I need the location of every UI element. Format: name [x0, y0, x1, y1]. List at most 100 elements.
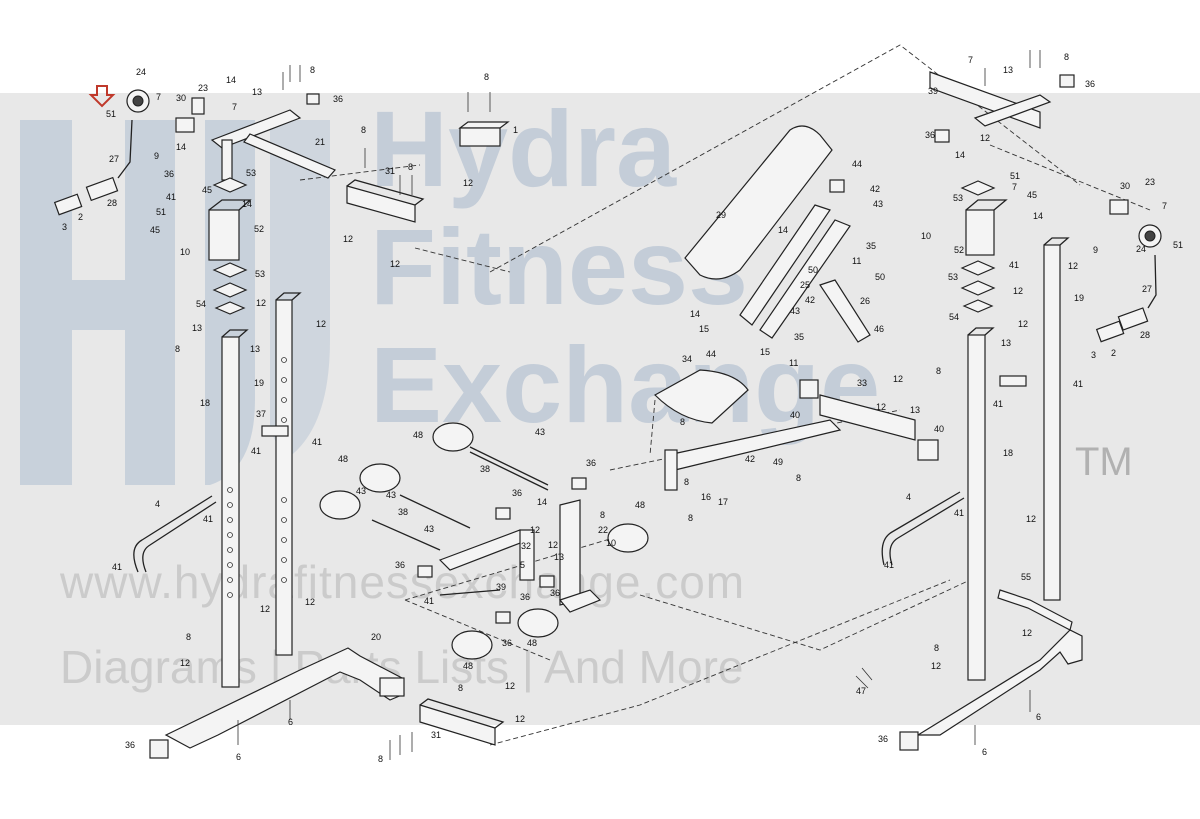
- left-upright-holes: [227, 357, 287, 598]
- part-callout-41: 41: [424, 596, 434, 606]
- part-callout-14: 14: [537, 497, 547, 507]
- leg-developer-assembly: [319, 422, 649, 746]
- part-callout-12: 12: [1026, 514, 1036, 524]
- part-callout-53: 53: [255, 269, 265, 279]
- part-callout-4: 4: [155, 499, 160, 509]
- part-callout-50: 50: [808, 265, 818, 275]
- part-callout-22: 22: [598, 525, 608, 535]
- part-callout-43: 43: [424, 524, 434, 534]
- part-callout-48: 48: [635, 500, 645, 510]
- part-callout-36: 36: [925, 130, 935, 140]
- part-callout-24: 24: [136, 67, 146, 77]
- part-callout-12: 12: [260, 604, 270, 614]
- part-callout-8: 8: [688, 513, 693, 523]
- part-callout-14: 14: [176, 142, 186, 152]
- part-callout-6: 6: [236, 752, 241, 762]
- down-arrow-icon: [88, 85, 116, 108]
- part-callout-43: 43: [535, 427, 545, 437]
- part-callout-40: 40: [790, 410, 800, 420]
- part-callout-53: 53: [948, 272, 958, 282]
- part-callout-12: 12: [1018, 319, 1028, 329]
- part-callout-10: 10: [180, 247, 190, 257]
- backrest-assembly: [684, 125, 871, 343]
- part-callout-2: 2: [78, 212, 83, 222]
- part-callout-28: 28: [107, 198, 117, 208]
- part-callout-12: 12: [515, 714, 525, 724]
- part-callout-12: 12: [1022, 628, 1032, 638]
- part-callout-6: 6: [1036, 712, 1041, 722]
- part-callout-43: 43: [386, 490, 396, 500]
- part-callout-12: 12: [548, 540, 558, 550]
- part-callout-8: 8: [796, 473, 801, 483]
- part-callout-9: 9: [1093, 245, 1098, 255]
- part-callout-39: 39: [928, 86, 938, 96]
- part-callout-14: 14: [242, 199, 252, 209]
- part-callout-41: 41: [1073, 379, 1083, 389]
- part-callout-41: 41: [166, 192, 176, 202]
- part-callout-11: 11: [852, 256, 861, 266]
- part-callout-41: 41: [1009, 260, 1019, 270]
- part-callout-33: 33: [857, 378, 867, 388]
- part-callout-12: 12: [505, 681, 515, 691]
- part-callout-36: 36: [502, 638, 512, 648]
- part-callout-13: 13: [1003, 65, 1013, 75]
- part-callout-44: 44: [706, 349, 716, 359]
- part-callout-43: 43: [356, 486, 366, 496]
- part-callout-9: 9: [154, 151, 159, 161]
- part-callout-12: 12: [343, 234, 353, 244]
- part-callout-35: 35: [866, 241, 876, 251]
- part-callout-15: 15: [760, 347, 770, 357]
- part-callout-45: 45: [150, 225, 160, 235]
- part-callout-53: 53: [953, 193, 963, 203]
- part-callout-3: 3: [62, 222, 67, 232]
- highlight-marker: [88, 85, 116, 108]
- part-callout-51: 51: [156, 207, 166, 217]
- part-callout-41: 41: [203, 514, 213, 524]
- part-callout-23: 23: [1145, 177, 1155, 187]
- part-callout-8: 8: [361, 125, 366, 135]
- part-callout-32: 32: [521, 541, 531, 551]
- part-callout-7: 7: [1012, 182, 1017, 192]
- part-callout-8: 8: [680, 417, 685, 427]
- part-callout-54: 54: [196, 299, 206, 309]
- part-callout-17: 17: [718, 497, 728, 507]
- part-callout-2: 2: [1111, 348, 1116, 358]
- part-callout-5: 5: [520, 560, 525, 570]
- part-callout-13: 13: [910, 405, 920, 415]
- part-callout-50: 50: [875, 272, 885, 282]
- part-callout-15: 15: [699, 324, 709, 334]
- part-callout-8: 8: [484, 72, 489, 82]
- part-callout-36: 36: [586, 458, 596, 468]
- watermark-band: [0, 93, 1200, 725]
- right-upright-assembly: [881, 71, 1162, 751]
- part-callout-46: 46: [874, 324, 884, 334]
- part-callout-41: 41: [251, 446, 261, 456]
- part-callout-7: 7: [156, 92, 161, 102]
- part-callout-42: 42: [745, 454, 755, 464]
- part-callout-27: 27: [109, 154, 119, 164]
- part-callout-20: 20: [371, 632, 381, 642]
- part-callout-7: 7: [968, 55, 973, 65]
- part-callout-26: 26: [860, 296, 870, 306]
- part-callout-7: 7: [1162, 201, 1167, 211]
- part-callout-35: 35: [794, 332, 804, 342]
- part-callout-18: 18: [200, 398, 210, 408]
- part-callout-12: 12: [463, 178, 473, 188]
- part-callout-31: 31: [431, 730, 441, 740]
- part-callout-19: 19: [1074, 293, 1084, 303]
- part-callout-12: 12: [530, 525, 540, 535]
- part-callout-34: 34: [682, 354, 692, 364]
- part-callout-8: 8: [408, 162, 413, 172]
- part-callout-25: 25: [800, 280, 810, 290]
- part-callout-13: 13: [250, 344, 260, 354]
- part-callout-8: 8: [934, 643, 939, 653]
- part-callout-49: 49: [773, 457, 783, 467]
- part-callout-14: 14: [778, 225, 788, 235]
- part-callout-8: 8: [378, 754, 383, 764]
- part-callout-40: 40: [934, 424, 944, 434]
- part-callout-36: 36: [395, 560, 405, 570]
- part-callout-27: 27: [1142, 284, 1152, 294]
- part-callout-48: 48: [413, 430, 423, 440]
